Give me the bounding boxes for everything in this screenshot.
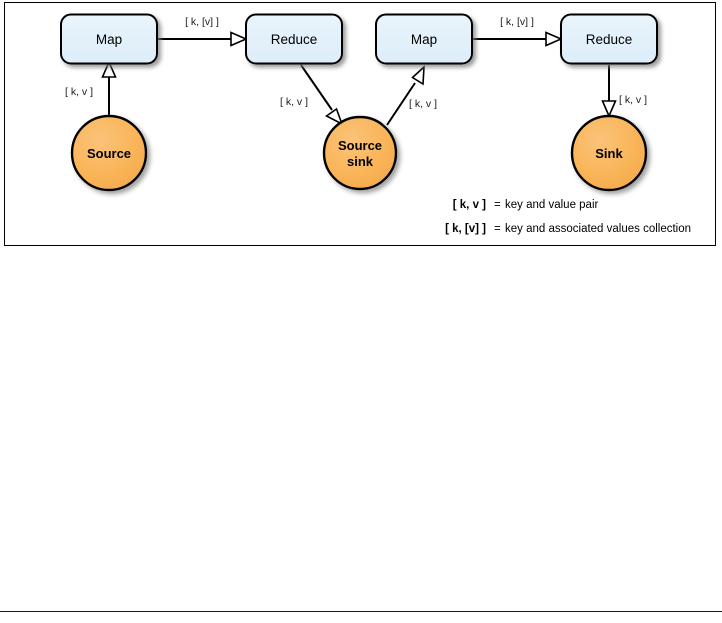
node-label: Map xyxy=(411,32,437,47)
edge-map2-to-reduce2: [ k, [v] ] xyxy=(472,16,564,47)
node-shape xyxy=(570,114,648,192)
node-map-2[interactable]: Map xyxy=(375,13,473,65)
legend-row-2: [ k, [v] ] = key and associated values c… xyxy=(445,223,691,235)
node-label: Reduce xyxy=(586,32,633,47)
legend-separator-1: = xyxy=(494,199,501,211)
node-label-line-1: Source xyxy=(338,138,382,153)
edge-line xyxy=(300,64,333,111)
arrow-head-downright-icon xyxy=(324,107,344,126)
arrow-head-right-icon xyxy=(230,31,249,47)
arrow-head-down-icon xyxy=(601,100,617,119)
edge-label-reduce2-sink: [ k, v ] xyxy=(619,94,647,106)
legend: [ k, v ] = key and value pair [ k, [v] ]… xyxy=(445,199,691,235)
node-map-1[interactable]: Map xyxy=(60,13,158,65)
arrow-head-right-icon xyxy=(545,31,564,47)
mapreduce-flow-diagram: [ k, v ] [ k, [v] ] [ k, v ] [ k, v ] xyxy=(60,13,691,235)
legend-key-1: [ k, v ] xyxy=(453,199,486,211)
page-footer-rule xyxy=(0,611,722,612)
node-reduce-2[interactable]: Reduce xyxy=(560,13,658,65)
node-shape xyxy=(560,13,658,65)
node-reduce-1[interactable]: Reduce xyxy=(245,13,343,65)
node-shape xyxy=(70,114,148,192)
node-label: Map xyxy=(96,32,122,47)
node-label: Sink xyxy=(595,146,623,161)
legend-key-2: [ k, [v] ] xyxy=(445,223,486,235)
arrow-head-up-icon xyxy=(101,59,117,78)
edge-label-reduce1-sourcesink: [ k, v ] xyxy=(280,96,308,108)
node-source[interactable]: Source xyxy=(70,114,148,192)
diagram-frame: [ k, v ] [ k, [v] ] [ k, v ] [ k, v ] xyxy=(4,2,716,246)
node-source-sink[interactable]: Source sink xyxy=(322,115,398,191)
legend-description-1: key and value pair xyxy=(505,199,599,211)
node-shape xyxy=(245,13,343,65)
edge-label-map1-reduce1: [ k, [v] ] xyxy=(185,16,219,28)
edge-label-source-map1: [ k, v ] xyxy=(65,86,93,98)
node-label: Reduce xyxy=(271,32,318,47)
edge-sourcesink-to-map2: [ k, v ] xyxy=(386,65,437,126)
edge-line xyxy=(386,82,416,126)
node-sink[interactable]: Sink xyxy=(570,114,648,192)
edge-label-sourcesink-map2: [ k, v ] xyxy=(409,98,437,110)
legend-separator-2: = xyxy=(494,223,501,235)
node-shape xyxy=(375,13,473,65)
edge-map1-to-reduce1: [ k, [v] ] xyxy=(157,16,249,47)
edge-reduce2-to-sink: [ k, v ] xyxy=(601,65,647,119)
arrow-head-upright-icon xyxy=(411,65,425,86)
node-label: Source xyxy=(87,146,131,161)
edge-label-map2-reduce2: [ k, [v] ] xyxy=(500,16,534,28)
node-label-line-2: sink xyxy=(347,154,374,169)
node-shape xyxy=(60,13,158,65)
legend-row-1: [ k, v ] = key and value pair xyxy=(453,199,599,211)
node-shape xyxy=(322,115,398,191)
edge-source-to-map1: [ k, v ] xyxy=(65,59,117,116)
legend-description-2: key and associated values collection xyxy=(505,223,691,235)
edge-reduce1-to-sourcesink: [ k, v ] xyxy=(280,64,344,126)
